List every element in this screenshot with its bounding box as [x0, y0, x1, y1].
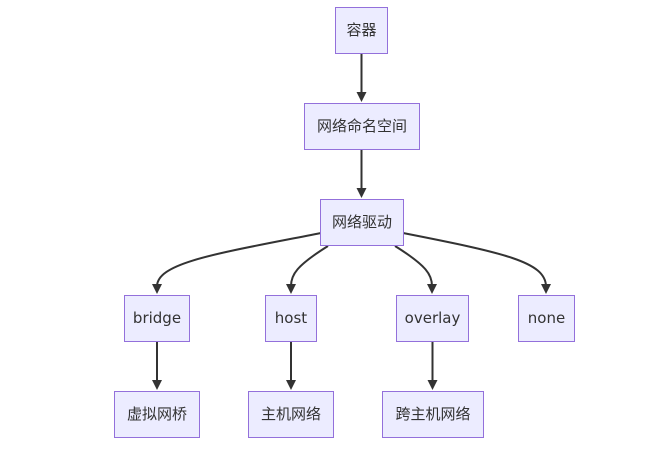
- node-host: host: [265, 295, 317, 342]
- node-none-label: none: [527, 309, 566, 327]
- node-bridge: bridge: [124, 295, 190, 342]
- node-overlay: overlay: [396, 295, 469, 342]
- arrowhead-bridge-bridge-desc: [152, 380, 162, 390]
- arrowhead-driver-bridge: [152, 284, 162, 294]
- arrowhead-driver-overlay: [427, 284, 437, 294]
- node-none: none: [518, 295, 575, 342]
- arrowhead-container-netns: [356, 92, 367, 102]
- node-host-label: host: [274, 309, 308, 327]
- node-bridge-label: bridge: [132, 309, 182, 327]
- node-host-network-label: 主机网络: [260, 405, 321, 423]
- node-overlay-label: overlay: [404, 309, 461, 327]
- node-network-driver-label: 网络驱动: [331, 213, 392, 231]
- edge-driver-overlay: [394, 245, 433, 287]
- node-network-driver: 网络驱动: [320, 199, 404, 246]
- edge-driver-bridge: [156, 232, 322, 287]
- node-host-network: 主机网络: [248, 391, 334, 438]
- arrowhead-driver-host: [286, 284, 296, 294]
- node-container: 容器: [335, 7, 388, 54]
- node-cross-host-network-label: 跨主机网络: [395, 405, 471, 423]
- node-network-namespace-label: 网络命名空间: [316, 117, 407, 135]
- edge-driver-none: [402, 232, 547, 287]
- arrowhead-driver-none: [541, 284, 551, 294]
- node-network-namespace: 网络命名空间: [304, 103, 420, 150]
- edge-driver-host: [290, 245, 329, 287]
- node-container-label: 容器: [346, 21, 377, 39]
- node-virtual-bridge: 虚拟网桥: [114, 391, 200, 438]
- arrowhead-host-host-desc: [286, 380, 296, 390]
- arrowhead-netns-driver: [356, 188, 367, 198]
- arrowhead-overlay-overlay-desc: [427, 380, 438, 390]
- node-virtual-bridge-label: 虚拟网桥: [126, 405, 187, 423]
- node-cross-host-network: 跨主机网络: [382, 391, 484, 438]
